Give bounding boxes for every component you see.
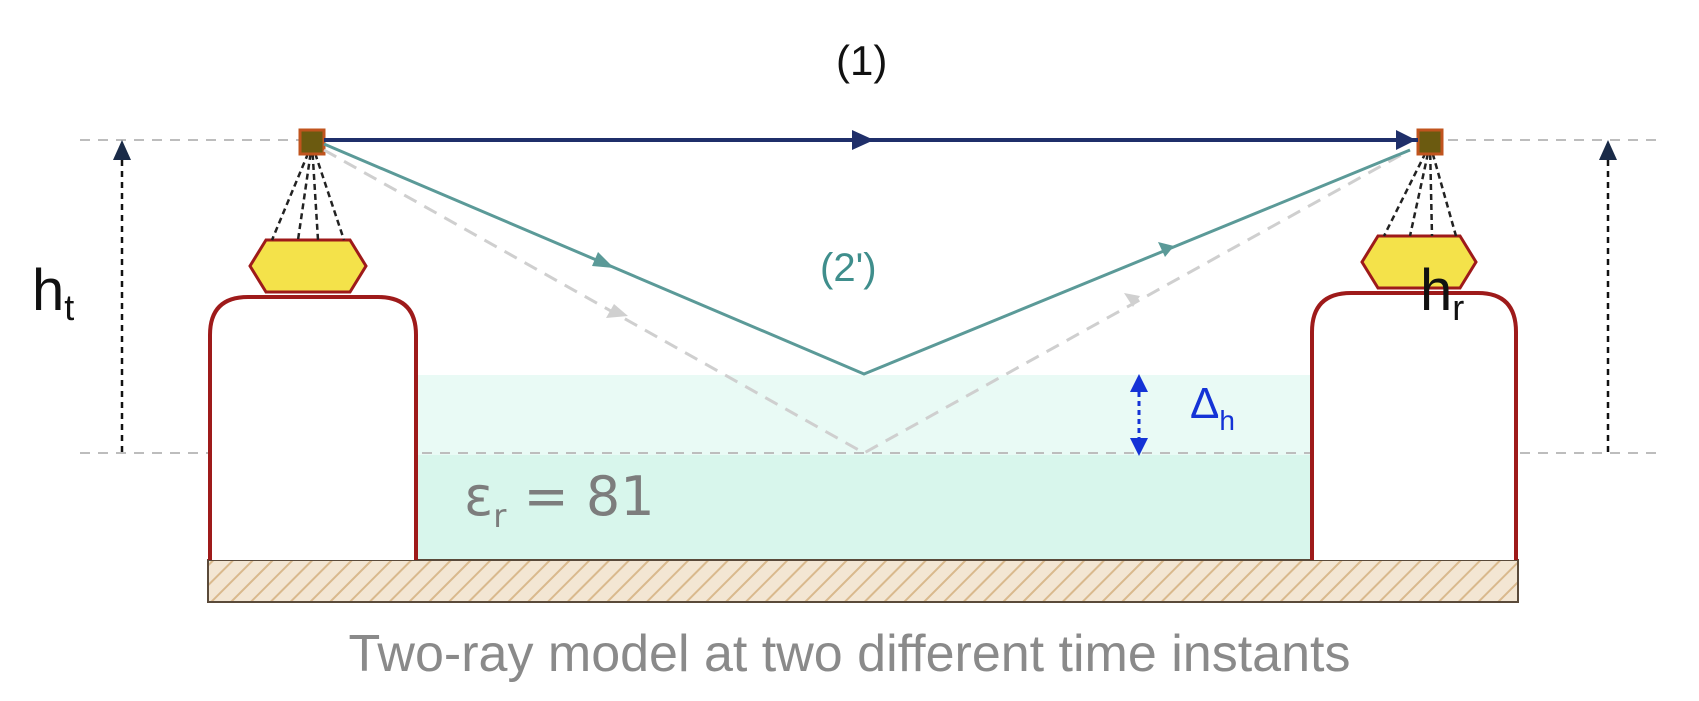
receiver-height-arrow — [1599, 140, 1617, 452]
eps-value: = 81 — [506, 465, 655, 528]
eps-symbol: ε — [464, 465, 494, 528]
figure-caption: Two-ray model at two different time inst… — [348, 625, 1351, 683]
water-upper-band — [412, 375, 1314, 455]
reflected-ray-label: (2') — [820, 246, 877, 290]
right-tower — [1310, 291, 1518, 560]
reflected-ray — [323, 142, 1411, 376]
transmitter-height-arrow — [113, 140, 131, 452]
receiver-height-label: hr — [1420, 262, 1464, 326]
direct-ray-label: (1) — [836, 37, 888, 84]
delta-symbol: Δ — [1190, 379, 1220, 428]
delta-h-label: Δh — [1190, 382, 1235, 435]
receiver-antenna-icon — [1360, 128, 1478, 290]
eps-subscript: r — [493, 497, 507, 535]
direct-ray — [324, 130, 1418, 150]
hr-subscript: r — [1452, 287, 1465, 328]
delta-h-arrow — [1130, 374, 1148, 456]
transmitter-antenna-icon — [248, 128, 368, 294]
left-tower — [208, 295, 418, 560]
ht-subscript: t — [64, 287, 75, 328]
delta-subscript: h — [1219, 405, 1235, 436]
transmitter-height-label: ht — [32, 262, 74, 326]
hr-symbol: h — [1420, 258, 1453, 323]
water-body — [412, 455, 1314, 560]
ground-strip — [207, 559, 1519, 603]
permittivity-label: εr = 81 — [464, 470, 655, 535]
ht-symbol: h — [32, 258, 65, 323]
previous-reflected-ray — [323, 148, 1411, 455]
